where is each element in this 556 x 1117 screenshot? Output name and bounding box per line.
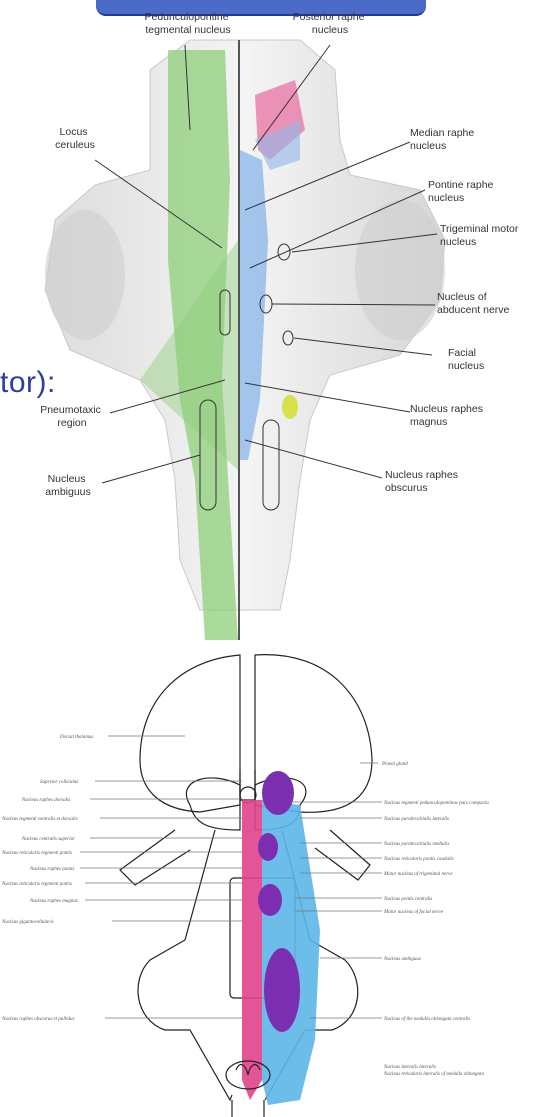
left-label: Superior colliculus: [40, 780, 78, 785]
right-label: Motor nucleus of facial nerve: [383, 910, 444, 915]
right-label: Pineal gland: [381, 762, 408, 767]
right-label: Motor nucleus of trigeminal nerve: [383, 872, 453, 877]
right-label-group: Pineal gland Nucleus tegmenti pedunculop…: [381, 762, 489, 1077]
left-label-group: Dorsal thalamus Superior colliculus Nucl…: [1, 735, 94, 1022]
purple-nucleus-2: [258, 833, 278, 861]
right-label: Nucleus reticularis lateralis of medulla…: [383, 1072, 484, 1077]
left-label: Nucleus raphes obscurus et pallidus: [1, 1017, 75, 1022]
left-label: Nucleus reticularis tegmenti pontis: [1, 851, 72, 856]
right-label: Nucleus lateralis lateralis: [383, 1065, 436, 1070]
purple-nucleus-1: [262, 771, 294, 815]
left-label: Nucleus gigantocellularis: [1, 920, 54, 925]
left-label: Dorsal thalamus: [59, 735, 94, 740]
purple-nucleus-3: [258, 884, 282, 916]
left-label: Nucleus raphes magnus: [29, 899, 78, 904]
left-label: Nucleus centralis superior: [21, 837, 75, 842]
right-label: Nucleus pontis centralis: [383, 897, 432, 902]
right-label: Nucleus parabrachialis medialis: [383, 842, 449, 847]
left-label: Nucleus raphes dorsalis: [21, 798, 70, 803]
right-label: Nucleus tegmenti pedunculopontinus pars …: [383, 801, 489, 806]
left-label: Nucleus tegmenti ventralis et dorsalis: [1, 817, 78, 822]
right-label: Nucleus reticularis pontis caudalis: [383, 857, 454, 862]
right-label: Nucleus ambiguus: [383, 957, 421, 962]
left-label: Nucleus reticularis tegmenti pontis: [1, 882, 72, 887]
purple-nucleus-4: [264, 948, 300, 1032]
right-label: Nucleus of the medulla oblongata central…: [383, 1017, 470, 1022]
left-label: Nucleus raphes pontis: [29, 867, 74, 872]
right-label: Nucleus parabrachialis lateralis: [383, 817, 449, 822]
